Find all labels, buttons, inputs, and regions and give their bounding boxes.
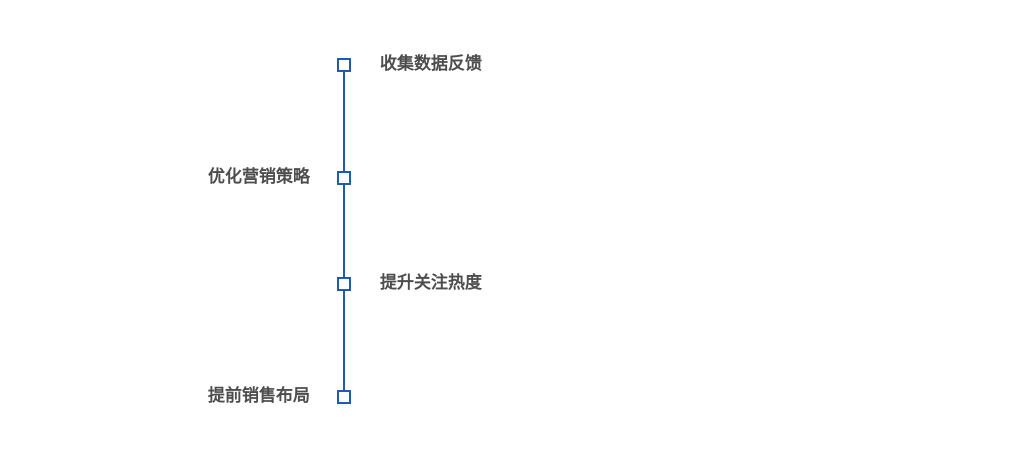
timeline-node-2 (337, 171, 351, 185)
timeline-line (343, 64, 345, 396)
timeline-label-2: 优化营销策略 (208, 167, 310, 186)
timeline-node-4 (337, 390, 351, 404)
timeline-node-3 (337, 277, 351, 291)
timeline-label-4: 提前销售布局 (208, 386, 310, 405)
timeline-label-1: 收集数据反馈 (380, 54, 482, 73)
timeline-node-1 (337, 58, 351, 72)
timeline-label-3: 提升关注热度 (380, 273, 482, 292)
